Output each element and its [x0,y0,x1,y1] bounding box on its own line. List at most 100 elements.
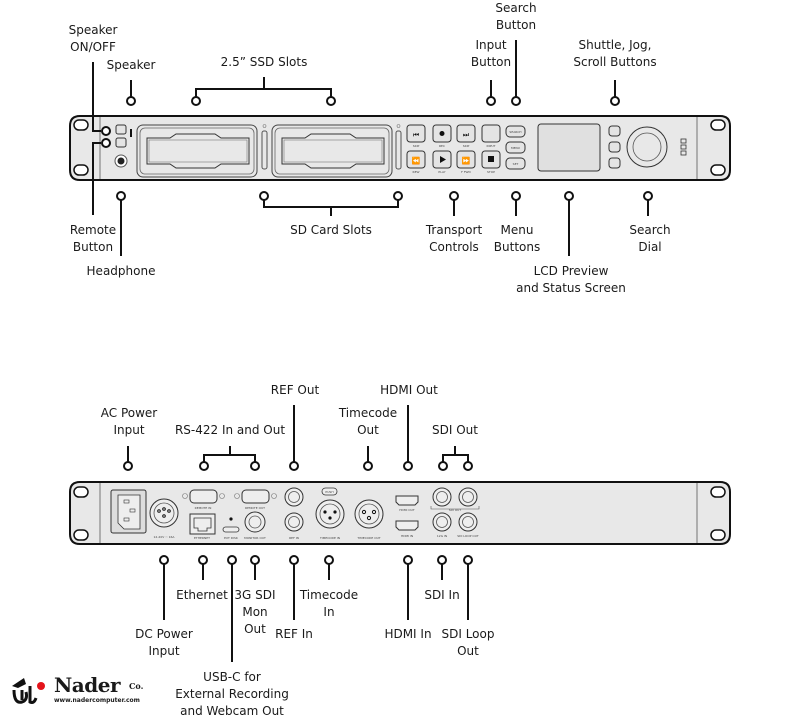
rear-panel: 12-20V ⎓ 16A REMOTE IN REMOTE OUT ETHERN… [69,481,731,545]
ethernet-port: ETHERNET [189,513,216,540]
menu-buttons: SEARCH MENU SET [505,125,526,170]
label-ref-out: REF Out [270,383,320,397]
label-ethernet: Ethernet [176,588,228,602]
logo-suffix: Co. [129,681,144,691]
label-headphone: Headphone [86,264,156,278]
label-ac-power: AC Power Input [100,406,158,437]
dc-power-port: 12-20V ⎓ 16A [149,498,179,539]
label-hdmi-out: HDMI Out [380,383,438,397]
set-button[interactable] [505,157,526,170]
svg-text:PUSH: PUSH [325,490,333,494]
hdmi-out-port: HDMI OUT [395,495,419,512]
svg-text:⏪: ⏪ [412,156,421,165]
label-lcd-preview: LCD Preview and Status Screen [516,264,626,295]
ref-out-port [284,487,304,507]
ssd-slot-1 [136,124,258,178]
remote-button[interactable] [115,137,127,148]
sdi-loop-out-port: SDI LOOP OUT [457,512,479,538]
label-speaker-onoff: Speaker ON/OFF [68,23,118,54]
svg-text:SEARCH: SEARCH [509,130,521,134]
svg-text:EXT DISK: EXT DISK [224,536,239,540]
svg-text:SET: SET [513,162,519,166]
svg-text:HDMI IN: HDMI IN [401,534,413,538]
svg-text:ETHERNET: ETHERNET [194,536,210,540]
label-input-button: Input Button [470,38,512,69]
search-button[interactable] [505,125,526,138]
ssd-slot-2 [271,124,393,178]
svg-text:REMOTE OUT: REMOTE OUT [245,506,265,510]
jog-button[interactable] [608,141,621,153]
svg-text:⏩: ⏩ [462,156,471,165]
fast-forward-button[interactable] [456,150,476,169]
svg-text:SDI LOOP OUT: SDI LOOP OUT [457,534,479,538]
transport-controls: ⏮ SKIP REC ⏭ SKIP INPUT ⏪ REW PLAY ⏩ F F… [406,124,501,174]
svg-text:REMOTE IN: REMOTE IN [195,506,212,510]
logo-dot [37,682,45,690]
label-hdmi-in: HDMI In [384,627,432,641]
rs422-in-port: REMOTE IN [182,489,225,510]
rack-ear-holes [73,119,726,176]
label-sd-card-slots: SD Card Slots [290,223,372,237]
label-dc-power: DC Power Input [135,627,193,658]
skip-back-button[interactable] [406,124,426,143]
speaker-button[interactable] [115,124,127,135]
lcd-screen [537,123,601,172]
sd-slot-2 [395,130,402,170]
sdi-out-a-port [432,487,452,507]
label-sdi-mon-out: 3G SDI Mon Out [234,588,276,636]
label-search-dial: Search Dial [629,223,671,254]
sdi-out-b-port [458,487,478,507]
logo-url: www.nadercomputer.com [54,697,140,704]
ac-power-port [110,489,147,534]
label-sdi-in: SDI In [424,588,460,602]
label-search-button: Search Button [495,1,537,32]
svg-text:SKIP: SKIP [463,144,470,148]
label-ref-in: REF In [275,627,313,641]
rewind-button[interactable] [406,150,426,169]
input-button[interactable] [481,124,501,143]
svg-text:INPUT: INPUT [487,144,496,148]
search-dial[interactable] [626,126,668,168]
svg-text:12G IN: 12G IN [437,534,447,538]
svg-text:PLAY: PLAY [438,170,445,174]
logo-name: Nader [54,673,121,697]
shuttle-button[interactable] [608,125,621,137]
label-rs422: RS-422 In and Out [174,423,286,437]
label-sdi-out: SDI Out [432,423,478,437]
svg-text:MONITOR OUT: MONITOR OUT [244,536,266,540]
svg-text:⏮: ⏮ [413,131,419,139]
sdi-in-port: 12G IN [432,512,452,538]
nader-logo-icon [12,678,45,704]
label-transport-controls: Transport Controls [425,223,483,254]
svg-text:REW: REW [413,170,420,174]
svg-text:TIMECODE OUT: TIMECODE OUT [356,536,380,540]
scroll-button[interactable] [608,157,621,169]
label-menu-buttons: Menu Buttons [493,223,541,254]
timecode-in-port: PUSH TIMECODE IN [315,487,345,540]
svg-text:⏭: ⏭ [463,131,470,139]
front-panel: ⏮ SKIP REC ⏭ SKIP INPUT ⏪ REW PLAY ⏩ F F… [69,115,731,181]
svg-text:STOP: STOP [487,170,495,174]
skip-forward-button[interactable] [456,124,476,143]
timecode-out-port: TIMECODE OUT [354,499,384,540]
svg-text:TIMECODE IN: TIMECODE IN [319,536,340,540]
label-timecode-in: Timecode In [299,588,359,619]
svg-text:REC: REC [439,144,445,148]
label-shuttle-jog-scroll: Shuttle, Jog, Scroll Buttons [573,38,657,69]
nader-logo: Nader Co. www.nadercomputer.com [10,673,150,710]
rs422-out-port: REMOTE OUT [234,489,277,510]
speaker-grille [130,129,132,137]
rear-callouts [123,405,473,662]
ref-in-port: REF IN [284,512,304,540]
svg-text:MENU: MENU [511,146,520,150]
hdmi-in-port: HDMI IN [395,520,419,538]
svg-text:HDMI OUT: HDMI OUT [399,508,415,512]
label-usb-c: USB-C for External Recording and Webcam … [175,670,289,718]
svg-text:SDI OUT: SDI OUT [449,508,462,512]
label-sdi-loop-out: SDI Loop Out [441,627,495,658]
menu-button[interactable] [505,141,526,154]
svg-text:F FWD: F FWD [461,170,471,174]
sd-slot-1 [261,130,268,170]
svg-text:SKIP: SKIP [413,144,420,148]
